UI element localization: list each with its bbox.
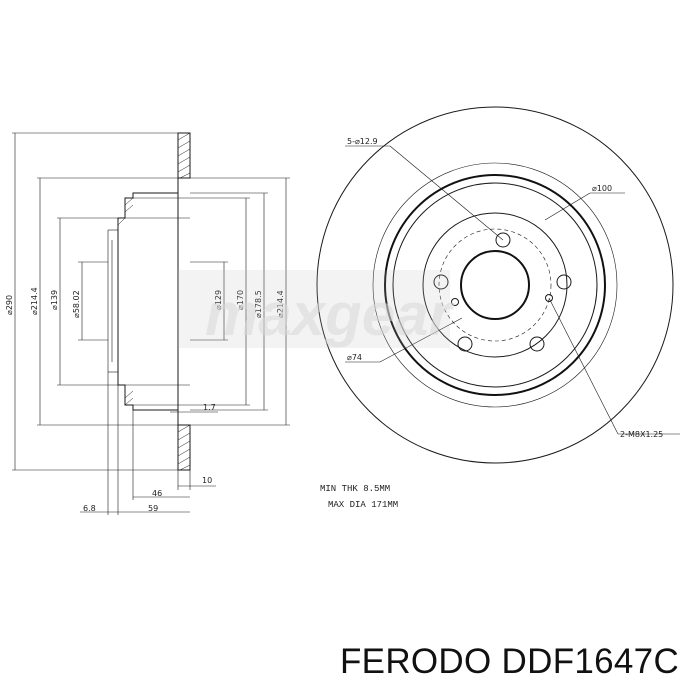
lug-hole: [556, 274, 572, 290]
callout-bore: ⌀74: [347, 353, 362, 362]
friction-inner-edge: [372, 162, 618, 408]
dim-214-4-right: ⌀214.4: [276, 290, 285, 318]
dim-139: ⌀139: [50, 290, 59, 310]
dim-58-02: ⌀58.02: [72, 290, 81, 318]
dim-46: 46: [152, 489, 162, 498]
section-hatching: [117, 132, 191, 471]
part-number-caption: FERODO DDF1647C: [340, 642, 680, 681]
dim-178-5: ⌀178.5: [254, 290, 263, 318]
dim-290: ⌀290: [5, 295, 14, 315]
threaded-hole: [451, 298, 459, 306]
callout-threaded-holes: 2-M8X1.25: [620, 430, 663, 439]
hat-inner-edge: [392, 182, 598, 388]
dim-170: ⌀170: [236, 290, 245, 310]
lug-hole: [495, 232, 511, 248]
front-view: 5-⌀12.9 ⌀100 ⌀74 2-M8X1.25: [316, 106, 680, 464]
note-min-thickness: MIN THK 8.5MM: [320, 484, 390, 494]
dim-6-8: 6.8: [83, 504, 96, 513]
dim-129: ⌀129: [214, 290, 223, 310]
hat-outer-edge: [384, 174, 606, 396]
dim-10: 10: [202, 476, 212, 485]
lug-hole: [457, 336, 473, 352]
callout-lug-holes: 5-⌀12.9: [347, 137, 378, 146]
dim-59: 59: [148, 504, 158, 513]
lug-hole: [433, 274, 449, 290]
dim-1-7: 1.7: [203, 403, 216, 412]
threaded-hole: [545, 294, 553, 302]
side-view: ⌀290 ⌀214.4 ⌀139 ⌀58.02 ⌀129 ⌀170 ⌀178.5…: [5, 132, 290, 515]
note-max-diameter: MAX DIA 171MM: [328, 500, 398, 510]
watermark-band: [178, 270, 450, 348]
callout-bolt-circle: ⌀100: [592, 184, 612, 193]
center-bore: [460, 250, 530, 320]
outer-rim: [316, 106, 674, 464]
watermark-logo: maxgear: [205, 281, 455, 348]
lug-hole: [529, 336, 545, 352]
hub-face: [422, 212, 568, 358]
bolt-circle: [438, 228, 552, 342]
dim-214-4-left: ⌀214.4: [30, 287, 39, 315]
